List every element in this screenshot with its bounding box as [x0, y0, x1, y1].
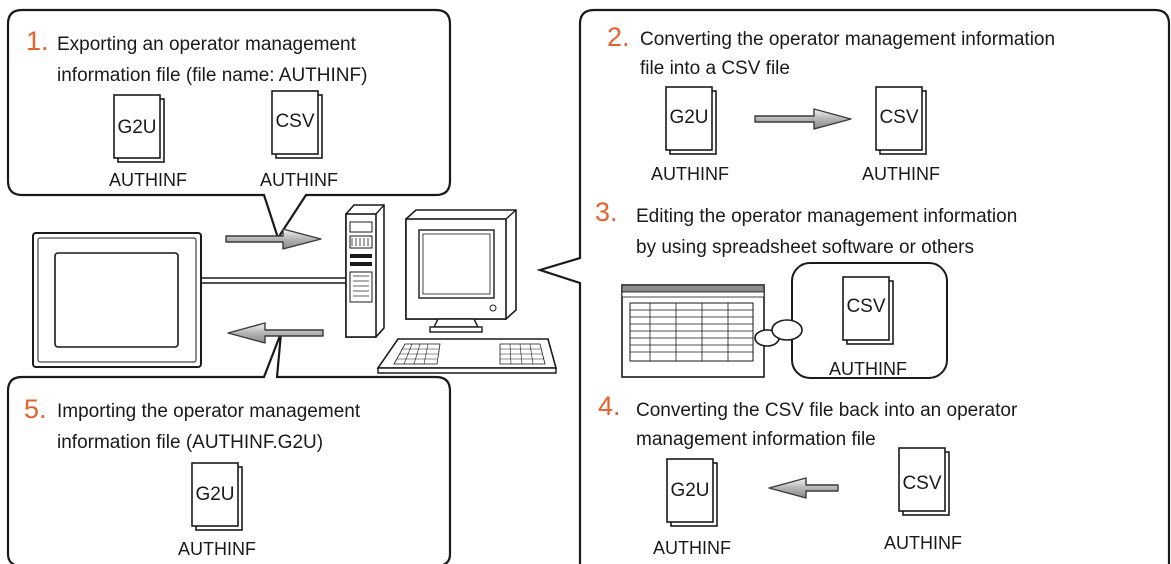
g2u-file-label: G2U [670, 480, 709, 501]
step-1-number: 1. [26, 26, 49, 56]
arrow-left-icon [768, 477, 839, 499]
arrow-left-icon [227, 322, 324, 344]
monitor-icon [405, 209, 517, 333]
connection-cable [201, 277, 348, 284]
g2u-file-label: G2U [117, 117, 156, 138]
authinf-caption: AUTHINF [862, 164, 940, 184]
step-2-title-line2: file into a CSV file [640, 58, 790, 79]
step-5-callout: 5. Importing the operator management inf… [6, 332, 452, 564]
step-5-title-line1: Importing the operator management [57, 401, 361, 422]
step-3-title-line1: Editing the operator management informat… [636, 206, 1017, 227]
step-1-callout: 1. Exporting an operator management info… [6, 8, 452, 241]
hmi-panel-icon [32, 232, 202, 368]
step-2-number: 2. [607, 22, 630, 52]
authinf-caption: AUTHINF [109, 170, 187, 190]
csv-file-label: CSV [846, 296, 885, 317]
step-4-title-line1: Converting the CSV file back into an ope… [636, 400, 1018, 421]
step-1-title-line2: information file (file name: AUTHINF) [57, 65, 367, 86]
authinf-caption: AUTHINF [178, 539, 256, 559]
csv-file-icon: CSV [271, 90, 323, 159]
g2u-file-icon: G2U [191, 462, 243, 531]
g2u-file-icon: G2U [665, 86, 717, 155]
step-4-group: 4. Converting the CSV file back into an … [598, 391, 1018, 558]
step-5-title-line2: information file (AUTHINF.G2U) [57, 432, 323, 453]
spreadsheet-icon [621, 284, 765, 378]
authinf-caption: AUTHINF [653, 538, 731, 558]
csv-file-icon: CSV [898, 447, 950, 516]
csv-file-label: CSV [275, 111, 314, 132]
arrow-right-icon [754, 108, 852, 130]
step-5-number: 5. [24, 394, 47, 424]
authinf-caption: AUTHINF [260, 170, 338, 190]
pc-tower-icon [345, 204, 385, 338]
csv-file-icon: CSV [875, 86, 927, 155]
g2u-file-icon: G2U [113, 94, 165, 163]
csv-file-label: CSV [902, 473, 941, 494]
step-4-title-line2: management information file [636, 429, 876, 450]
keyboard-icon [376, 338, 558, 374]
authinf-caption: AUTHINF [651, 164, 729, 184]
step-3-group: 3. Editing the operator management infor… [595, 197, 1017, 379]
step-1-title-line1: Exporting an operator management [57, 34, 357, 55]
step-3-number: 3. [595, 197, 618, 227]
thought-bubble-dot [771, 319, 803, 341]
authinf-caption: AUTHINF [829, 359, 907, 379]
step-4-number: 4. [598, 391, 621, 421]
step-3-title-line2: by using spreadsheet software or others [636, 237, 974, 258]
csv-file-icon: CSV [842, 276, 894, 345]
authinf-caption: AUTHINF [884, 533, 962, 553]
csv-file-label: CSV [879, 107, 918, 128]
g2u-file-icon: G2U [666, 458, 718, 527]
g2u-file-label: G2U [195, 484, 234, 505]
step-2-group: 2. Converting the operator management in… [607, 22, 1055, 184]
step-2-title-line1: Converting the operator management infor… [640, 29, 1055, 50]
arrow-right-icon [225, 228, 322, 250]
g2u-file-label: G2U [669, 107, 708, 128]
